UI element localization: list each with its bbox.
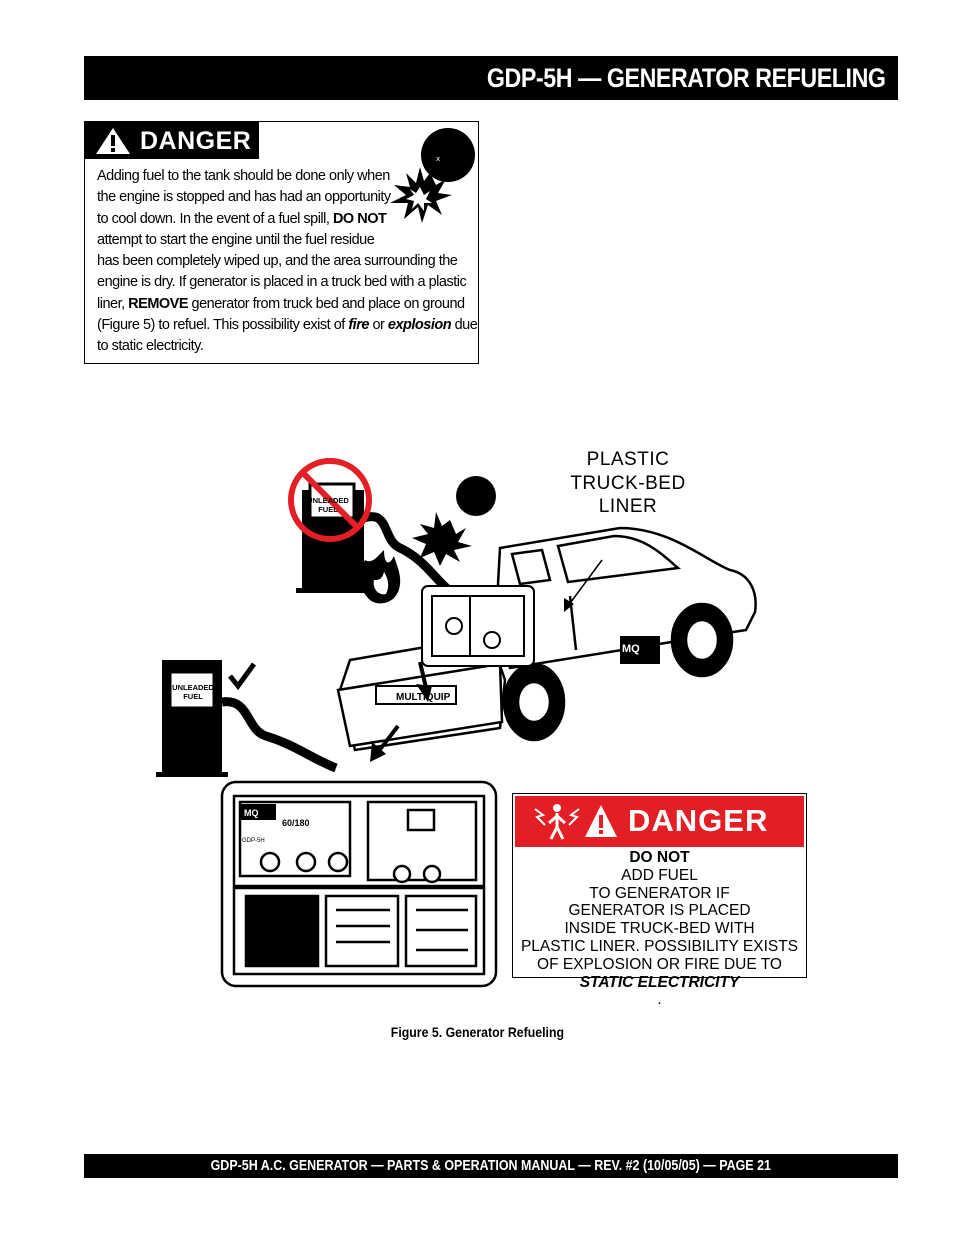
panel-logo: MQ (244, 808, 259, 818)
tailgate-brand: MULTIQUIP (396, 692, 451, 703)
danger-warning-box: DANGER Adding fuel to the tank should be… (84, 121, 479, 364)
generator-front-panel (220, 780, 498, 988)
danger-label-text: DO NOT ADD FUEL TO GENERATOR IF GENERATO… (520, 849, 799, 1009)
svg-text:x: x (436, 155, 440, 163)
page-title: GDP-5H — GENERATOR REFUELING (487, 62, 886, 93)
explosion-icon (412, 476, 496, 566)
danger-text: Adding fuel to the tank should be done o… (97, 168, 478, 355)
pump-label-prohibited: UNLEADED FUEL (307, 496, 349, 514)
no-symbol-icon (288, 458, 372, 542)
page-title-bar: GDP-5H — GENERATOR REFUELING (84, 56, 898, 100)
footer-bar: GDP-5H A.C. GENERATOR — PARTS & OPERATIO… (84, 1154, 898, 1178)
electric-hazard-icon (534, 804, 617, 840)
danger-label-header: DANGER (515, 796, 804, 847)
arrow-icons (370, 661, 432, 762)
checkmark-icon (228, 662, 257, 691)
danger-header: DANGER (85, 122, 259, 159)
pickup-truck (336, 526, 757, 752)
danger-heading: DANGER (140, 127, 252, 155)
figure-caption: Figure 5. Generator Refueling (390, 1024, 564, 1040)
panel-model: GDP-5H (242, 838, 265, 844)
danger-label: DANGER DO NOT ADD FUEL TO GENERATOR IF G… (512, 793, 807, 1008)
generator-in-truck (421, 585, 535, 667)
explosion-bomb-icon: x (390, 128, 475, 223)
plastic-liner-callout: PLASTIC TRUCK-BED LINER (570, 449, 686, 517)
plastic-liner-arrow (564, 559, 603, 612)
danger-label-heading: DANGER (628, 803, 769, 838)
refueling-illustration: MQ MULTIQUIP MQ (156, 458, 757, 988)
warning-triangle-icon (96, 128, 130, 154)
fire-icon (359, 550, 401, 604)
panel-rating: 60/180 (282, 818, 310, 828)
allowed-fuel-pump (156, 660, 338, 777)
truck-door-logo: MQ (622, 643, 640, 655)
footer-text: GDP-5H A.C. GENERATOR — PARTS & OPERATIO… (210, 1158, 772, 1174)
pump-label-allowed: UNLEADED FUEL (172, 683, 214, 701)
